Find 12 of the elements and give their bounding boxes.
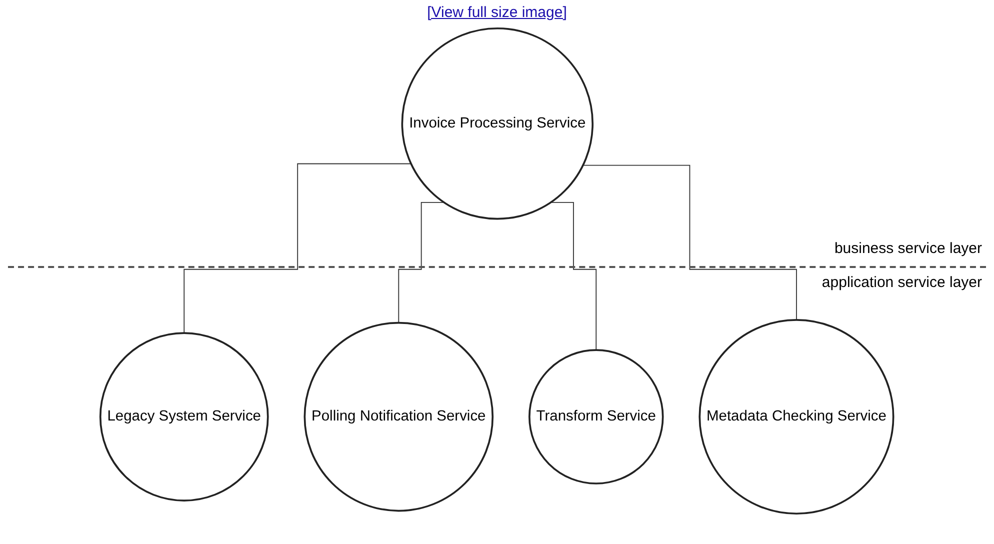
node-circle: Metadata Checking Service	[698, 319, 894, 515]
connector	[184, 163, 412, 334]
layer-label: business service layer	[834, 240, 982, 257]
layer-label: application service layer	[822, 274, 982, 291]
node-circle: Legacy System Service	[100, 332, 269, 502]
connector	[550, 202, 597, 351]
connector	[582, 164, 798, 320]
node-circle: Invoice Processing Service	[401, 27, 594, 220]
node-circle: Polling Notification Service	[304, 322, 494, 512]
node-circle: Transform Service	[528, 349, 664, 484]
connector	[398, 202, 445, 324]
view-image-link: [View full size image]	[427, 4, 567, 21]
